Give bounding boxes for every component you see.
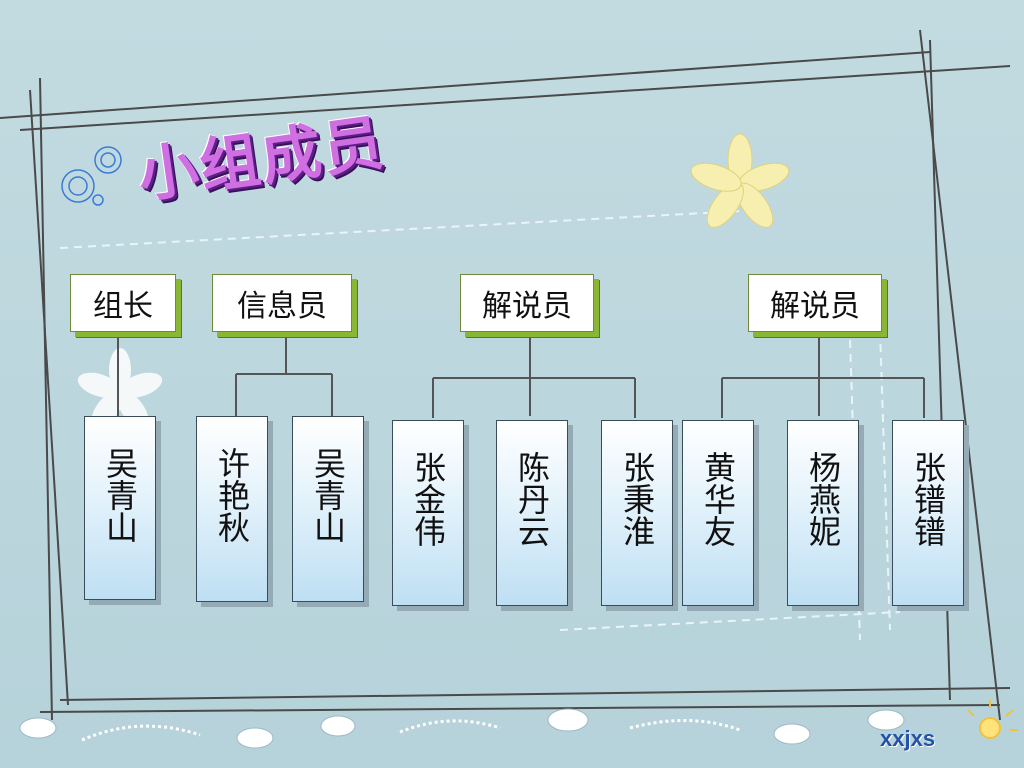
member-name: 吴青山 xyxy=(309,447,347,543)
flower-icon xyxy=(690,133,790,228)
site-logo: xxjxs xyxy=(880,726,936,751)
member-name: 杨燕妮 xyxy=(804,451,842,547)
member-box: 黄华友 xyxy=(682,420,754,606)
role-box-guide-1: 解说员 xyxy=(460,274,594,332)
member-box: 张金伟 xyxy=(392,420,464,606)
member-name: 吴青山 xyxy=(101,447,139,543)
member-box: 杨燕妮 xyxy=(787,420,859,606)
role-label: 解说员 xyxy=(482,289,572,324)
member-name: 许艳秋 xyxy=(213,447,251,543)
role-label: 解说员 xyxy=(770,289,860,324)
member-name: 张金伟 xyxy=(409,451,447,547)
member-box: 陈丹云 xyxy=(496,420,568,606)
member-box: 张秉淮 xyxy=(601,420,673,606)
sun-icon xyxy=(967,700,1018,739)
member-box: 许艳秋 xyxy=(196,416,268,602)
role-box-info: 信息员 xyxy=(212,274,352,332)
member-box: 吴青山 xyxy=(292,416,364,602)
member-box: 吴青山 xyxy=(84,416,156,600)
member-name: 陈丹云 xyxy=(513,451,551,547)
member-box: 张镨镨 xyxy=(892,420,964,606)
org-connectors xyxy=(117,332,925,418)
member-name: 黄华友 xyxy=(699,451,737,547)
flower-icon xyxy=(61,146,122,206)
cloud-icon xyxy=(19,708,905,749)
role-label: 组长 xyxy=(93,289,153,324)
role-label: 信息员 xyxy=(237,289,327,324)
role-box-leader: 组长 xyxy=(70,274,176,332)
role-box-guide-2: 解说员 xyxy=(748,274,882,332)
member-name: 张秉淮 xyxy=(618,451,656,547)
member-name: 张镨镨 xyxy=(909,451,947,547)
